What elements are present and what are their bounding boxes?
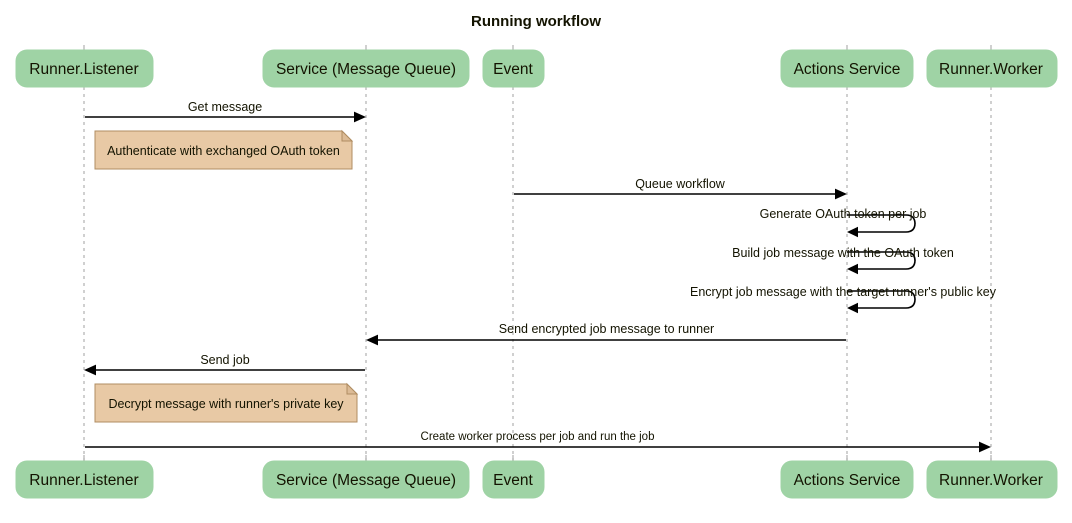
message-generate-oauth-token[interactable]: Generate OAuth token per job [760,207,927,238]
note-fold-corner-icon [341,129,354,142]
message-queue-workflow[interactable]: Queue workflow [514,177,847,200]
message-send-encrypted-job-message[interactable]: Send encrypted job message to runner [366,322,846,346]
arrowhead-icon [84,364,96,376]
message-create-worker-process[interactable]: Create worker process per job and run th… [85,431,991,453]
participant-label: Service (Message Queue) [276,61,456,78]
self-loop-path [847,290,916,309]
message-label: Queue workflow [635,177,726,191]
note-authenticate-note: Authenticate with exchanged OAuth token [94,129,354,170]
page-title: Running workflow [471,13,601,30]
message-send-job[interactable]: Send job [84,353,365,376]
note-label: Decrypt message with runner's private ke… [108,397,344,411]
lifelines-layer [83,45,992,461]
participant-event-bottom[interactable]: Event [482,460,545,499]
self-loop-path [847,214,916,233]
note-body [94,383,358,423]
participant-label: Event [493,472,533,489]
arrowhead-icon [847,226,858,238]
message-build-job-message[interactable]: Build job message with the OAuth token [732,246,954,275]
message-label: Get message [188,100,262,114]
message-get-message[interactable]: Get message [85,100,366,123]
participant-label: Actions Service [794,472,901,489]
arrowhead-icon [979,441,991,453]
note-fold-corner-icon [346,382,359,395]
note-body [94,130,353,170]
participant-service-message-queue-top[interactable]: Service (Message Queue) [262,49,470,88]
notes-layer: Authenticate with exchanged OAuth tokenD… [94,129,359,423]
participant-actions-service-top[interactable]: Actions Service [780,49,914,88]
message-label: Send encrypted job message to runner [499,322,714,336]
participant-label: Runner.Listener [29,61,138,78]
message-label: Encrypt job message with the target runn… [690,285,997,299]
participant-runner-listener-top[interactable]: Runner.Listener [15,49,154,88]
participant-label: Runner.Listener [29,472,138,489]
note-decrypt-note: Decrypt message with runner's private ke… [94,382,359,423]
participant-runner-listener-bottom[interactable]: Runner.Listener [15,460,154,499]
participant-label: Actions Service [794,61,901,78]
participant-label: Service (Message Queue) [276,472,456,489]
participant-runner-worker-top[interactable]: Runner.Worker [926,49,1058,88]
participant-actions-service-bottom[interactable]: Actions Service [780,460,914,499]
message-label: Create worker process per job and run th… [421,431,655,443]
participant-label: Runner.Worker [939,61,1043,78]
arrowhead-icon [835,188,847,200]
message-label: Generate OAuth token per job [760,207,927,221]
participant-label: Event [493,61,533,78]
arrowhead-icon [847,302,858,314]
arrowhead-icon [847,263,858,275]
self-loop-path [847,251,916,270]
participant-service-message-queue-bottom[interactable]: Service (Message Queue) [262,460,470,499]
message-encrypt-job-message[interactable]: Encrypt job message with the target runn… [690,285,997,314]
note-label: Authenticate with exchanged OAuth token [107,144,340,158]
message-label: Build job message with the OAuth token [732,246,954,260]
arrowhead-icon [354,111,366,123]
participant-label: Runner.Worker [939,472,1043,489]
arrowhead-icon [366,334,378,346]
message-label: Send job [200,353,249,367]
participant-event-top[interactable]: Event [482,49,545,88]
participant-runner-worker-bottom[interactable]: Runner.Worker [926,460,1058,499]
